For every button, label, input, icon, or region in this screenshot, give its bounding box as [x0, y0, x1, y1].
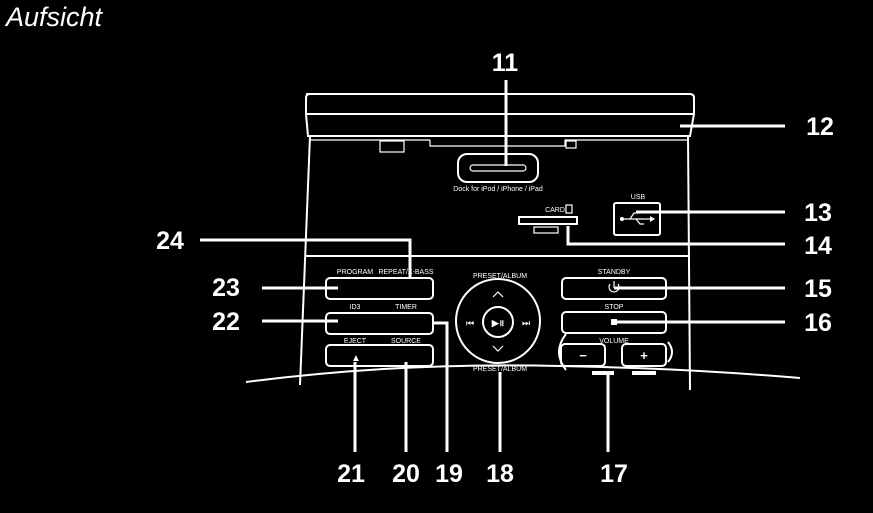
eject-source-button[interactable]	[325, 344, 434, 367]
navigation-pad[interactable]: PRESET/ALBUM ▶॥ ⏮ ⏭ PRESET/ALBUM	[455, 273, 541, 373]
program-label: PROGRAM	[337, 269, 373, 276]
card-label: CARD	[545, 207, 565, 214]
callout-16: 16	[804, 309, 832, 337]
chevron-up-icon[interactable]	[492, 291, 504, 298]
standby-label: STANDBY	[598, 269, 631, 276]
timer-label: TIMER	[395, 304, 417, 311]
stop-label: STOP	[605, 304, 624, 311]
dock-latch	[379, 140, 405, 153]
id3-label: ID3	[350, 304, 361, 311]
eject-icon: ▲	[351, 353, 361, 364]
id3-timer-button[interactable]	[325, 312, 434, 335]
callout-21: 21	[337, 460, 365, 488]
eject-label: EJECT	[344, 338, 367, 345]
card-icon	[565, 204, 573, 214]
dock-connector[interactable]: Dock for iPod / iPhone / iPad	[453, 153, 543, 193]
preset-down-label: PRESET/ALBUM	[473, 366, 527, 373]
play-pause-icon: ▶॥	[491, 318, 504, 328]
callout-18: 18	[486, 460, 514, 488]
callout-17: 17	[600, 460, 628, 488]
callout-12: 12	[806, 113, 834, 141]
dock-label: Dock for iPod / iPhone / iPad	[453, 186, 543, 193]
play-pause-button[interactable]	[482, 306, 514, 338]
source-label: SOURCE	[391, 338, 421, 345]
card-slot[interactable]: CARD	[518, 204, 578, 234]
callout-13: 13	[804, 199, 832, 227]
callout-19: 19	[435, 460, 463, 488]
usb-label: USB	[631, 194, 646, 201]
callout-23: 23	[212, 274, 240, 302]
device-body	[245, 93, 801, 391]
callout-24: 24	[156, 227, 184, 255]
callout-15: 15	[804, 275, 832, 303]
leader-lines	[200, 80, 785, 452]
usb-icon	[620, 212, 655, 225]
program-repeat-button[interactable]	[325, 277, 434, 300]
next-icon[interactable]: ⏭	[522, 318, 530, 328]
minus-icon: −	[579, 348, 587, 363]
chevron-down-icon[interactable]	[492, 345, 504, 352]
callout-22: 22	[212, 308, 240, 336]
prev-icon[interactable]: ⏮	[466, 318, 474, 328]
callout-11: 11	[492, 49, 519, 77]
plus-icon: +	[640, 348, 648, 363]
repeat-label: REPEAT/X-BASS	[378, 269, 433, 276]
volume-up-button[interactable]	[621, 343, 667, 367]
callout-14: 14	[804, 232, 832, 260]
volume-label: VOLUME	[599, 338, 629, 345]
left-buttons: PROGRAM REPEAT/X-BASS ID3 TIMER EJECT SO…	[325, 269, 434, 367]
usb-port[interactable]: USB	[613, 194, 661, 236]
dock-clip	[565, 140, 577, 149]
volume-arc-left	[558, 333, 567, 371]
page-title: Aufsicht	[6, 2, 103, 32]
callout-20: 20	[392, 460, 420, 488]
volume-arc-right	[667, 341, 673, 363]
callout-numbers: 11 12 13 14 15 16 17 18 19 20 21 22 23 2…	[156, 49, 834, 488]
preset-up-label: PRESET/ALBUM	[473, 273, 527, 280]
volume-down-button[interactable]	[560, 343, 606, 367]
